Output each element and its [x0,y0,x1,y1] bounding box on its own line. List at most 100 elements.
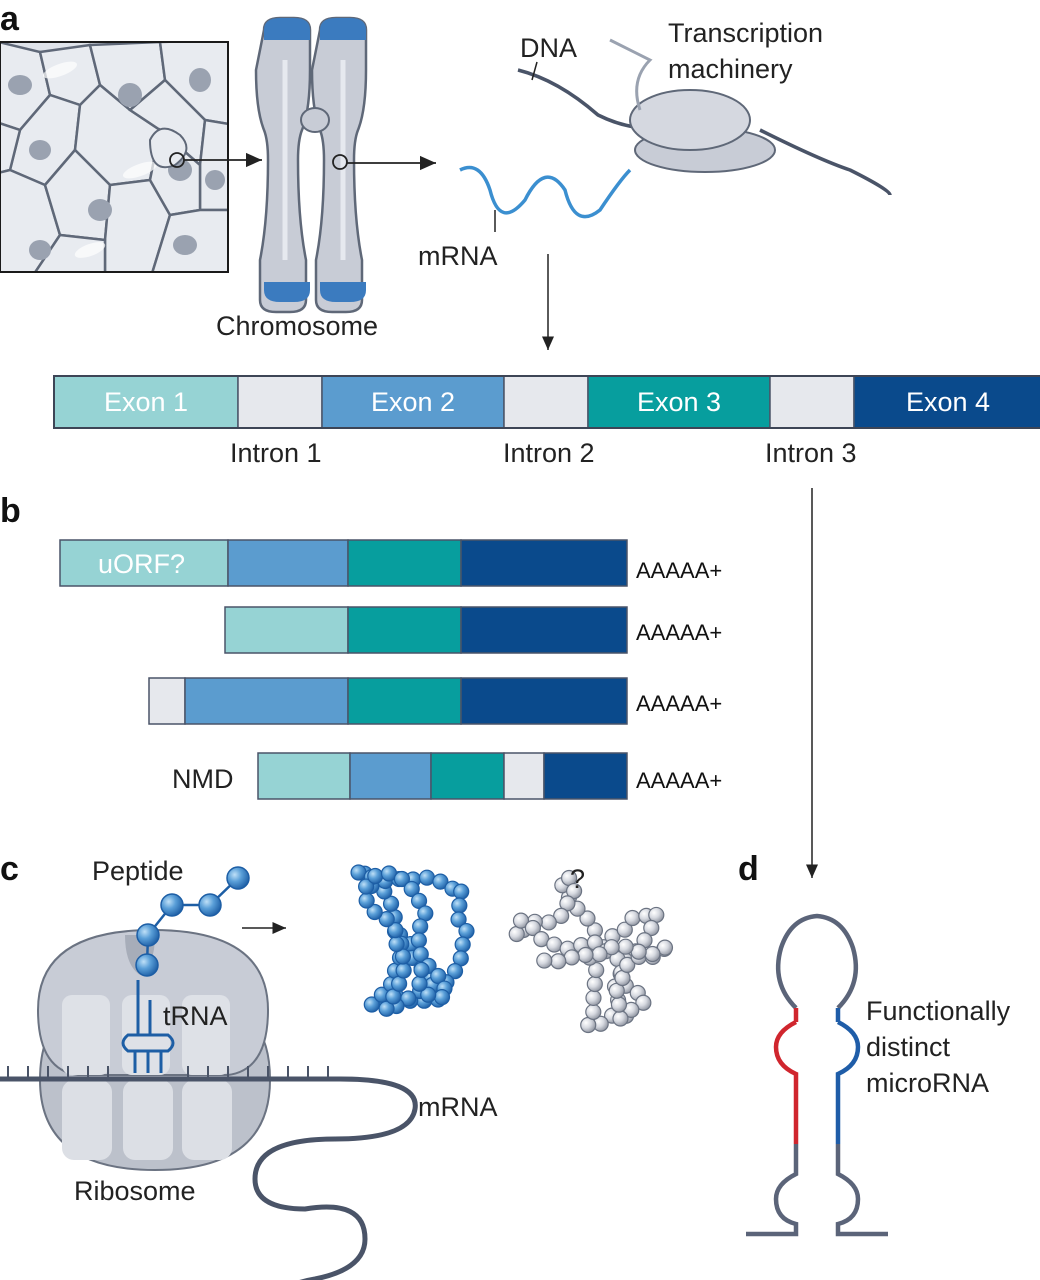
amino-acid-bead [366,903,383,921]
amino-acid-bead [585,1003,602,1021]
panel-label-c: c [0,850,19,888]
amino-acid-bead [540,914,557,931]
amino-acid-bead [591,946,608,963]
amino-acid-bead [358,892,375,909]
amino-acid-bead [635,994,652,1011]
folded-protein-blue [350,864,475,1017]
panel-label-d: d [738,850,759,888]
amino-acid-bead [512,912,530,929]
amino-acid-bead [363,996,380,1013]
peptide-label: Peptide [92,856,184,886]
ribosome-label: Ribosome [74,1176,196,1206]
gene-bar-outline [53,375,1040,429]
polya-4: AAAAA+ [636,768,722,793]
intron-3-label: Intron 3 [765,438,857,468]
exon-label: Exon 3 [637,387,721,417]
microrna-label-2: distinct [866,1032,951,1062]
amino-acid-bead [403,880,420,898]
isoform-nmd [257,752,628,800]
amino-acid-bead [644,945,661,963]
amino-acid-bead [619,956,636,973]
amino-acid-bead [411,975,428,992]
amino-acid-bead [586,975,603,993]
amino-acid-bead [418,869,436,886]
amino-acid-bead [388,935,405,953]
amino-acid-bead [524,919,542,937]
amino-acid-bead [585,989,602,1007]
isoform-3 [148,677,628,725]
trna-label: tRNA [163,1001,228,1031]
amino-acid-bead [378,1000,395,1017]
isoform-2 [224,606,628,654]
amino-acid-bead [378,911,395,928]
microrna-label-1: Functionally [866,996,1011,1026]
amino-acid-bead [546,936,563,953]
intron-segment [503,375,589,429]
chromosome-label: Chromosome [216,311,378,341]
intron-1-label: Intron 1 [230,438,322,468]
polya-3: AAAAA+ [636,691,722,716]
exon-label: Exon 4 [906,387,990,417]
amino-acid-bead [387,922,404,939]
panel-label-a: a [0,0,20,38]
unknown-mark: ? [570,864,585,894]
amino-acid-bead [617,938,634,955]
amino-acid-bead [458,922,475,940]
amino-acid-bead [454,936,471,953]
nascent-peptide [135,866,250,977]
folded-protein-grey [508,869,674,1034]
amino-acid-bead [432,873,449,890]
amino-acid-bead [433,989,451,1006]
isoform-1: uORF? [59,539,628,587]
amino-acid-bead [412,946,429,963]
nmd-label: NMD [172,764,234,794]
amino-acid-bead [610,996,628,1013]
amino-acid-bead [624,909,641,927]
amino-acid-bead [395,962,412,979]
amino-acid-bead [603,939,620,956]
amino-acid-bead [643,919,660,937]
amino-acid-bead [588,961,605,979]
amino-acid-bead [367,867,384,885]
amino-acid-bead [508,925,525,943]
amino-acid-bead [420,986,437,1003]
mrna-label-a: mRNA [418,241,498,271]
transcription-label-1: Transcription [668,18,823,48]
intron-segment [769,375,855,429]
amino-acid-bead [565,882,583,900]
transcription-label-2: machinery [668,54,793,84]
uorf-label: uORF? [98,549,185,579]
mrna-label-c: mRNA [418,1092,498,1122]
trna-illustration [121,980,175,1073]
mrna-strand-c [0,1066,418,1280]
amino-acid-bead [446,963,464,980]
amino-acid-bead [616,921,633,938]
exon-label: Exon 2 [371,387,455,417]
amino-acid-bead [577,946,594,964]
polya-2: AAAAA+ [636,620,722,645]
polya-1: AAAAA+ [636,558,722,583]
exon-segment [321,375,505,429]
microrna-label-3: microRNA [866,1068,989,1098]
amino-acid-bead [358,878,375,895]
amino-acid-bead [563,949,580,966]
amino-acid-bead [450,911,467,928]
gene-structure-bar: Exon 1 Exon 2 Exon 3 Exon 4 [53,375,1040,429]
amino-acid-bead [453,883,470,900]
cell-tissue-illustration [0,41,229,273]
amino-acid-bead [393,870,411,888]
amino-acid-bead [413,961,430,978]
dna-label: DNA [520,33,577,63]
amino-acid-bead [579,910,596,927]
microrna-hairpin [746,913,888,1237]
amino-acid-bead [612,1010,629,1027]
chromosome-illustration [254,16,368,314]
amino-acid-bead [553,907,570,924]
intron-segment [237,375,323,429]
amino-acid-bead [536,952,553,969]
exon-label: Exon 1 [104,387,188,417]
amino-acid-bead [550,953,567,970]
amino-acid-bead [382,895,400,912]
amino-acid-bead [451,897,468,914]
